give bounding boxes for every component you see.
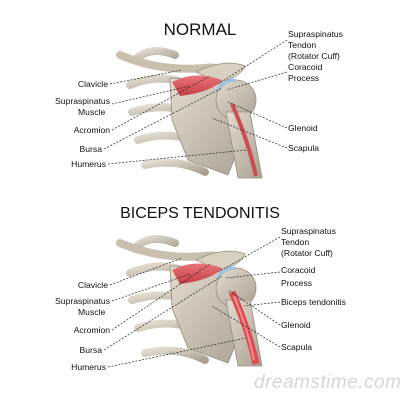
normal-label-glenoid: Glenoid: [288, 123, 318, 133]
normal-label-tendon-1: Supraspinatus: [288, 29, 343, 39]
normal-shoulder-diagram: [116, 47, 263, 179]
inflamed-tendon-highlight: [233, 295, 255, 361]
tendonitis-label-clavicle: Clavicle: [77, 280, 108, 290]
tendonitis-label-biceps-tendonitis: Biceps tendonitis: [281, 297, 346, 307]
normal-supraspinatus-muscle: [172, 75, 222, 96]
tendonitis-label-bursa: Bursa: [79, 345, 102, 355]
normal-label-coracoid-1: Coracoid: [288, 62, 323, 72]
tendonitis-label-scapula: Scapula: [281, 342, 313, 352]
normal-label-tendon-2: Tendon: [288, 40, 317, 50]
tendonitis-title: BICEPS TENDONITIS: [120, 205, 280, 222]
tendonitis-shoulder-diagram: [116, 235, 263, 367]
normal-label-acromion: Acromion: [73, 125, 110, 135]
tendonitis-supraspinatus-muscle: [172, 263, 222, 284]
normal-label-scapula: Scapula: [288, 143, 320, 153]
tendonitis-cartilage: [216, 266, 237, 279]
tendonitis-label-supraspinatus-muscle-1: Supraspinatus: [55, 296, 110, 306]
normal-label-bursa: Bursa: [79, 144, 102, 154]
tendonitis-leader-lines: [103, 236, 281, 368]
normal-label-humerus: Humerus: [71, 159, 106, 169]
tendonitis-label-acromion: Acromion: [73, 325, 110, 335]
tendonitis-label-humerus: Humerus: [71, 362, 106, 372]
tendonitis-label-glenoid: Glenoid: [281, 320, 311, 330]
normal-title: NORMAL: [163, 20, 237, 39]
normal-biceps-tendon: [230, 103, 258, 177]
tendonitis-label-tendon-2: Tendon: [281, 237, 310, 247]
tendonitis-label-coracoid-1: Coracoid: [281, 265, 316, 275]
tendonitis-label-supraspinatus-muscle-2: Muscle: [78, 307, 106, 317]
normal-label-supraspinatus-muscle-1: Supraspinatus: [55, 96, 110, 106]
normal-leader-lines: [103, 39, 288, 165]
normal-label-coracoid-2: Process: [288, 73, 320, 83]
normal-label-tendon-3: (Rotator Cuff): [288, 51, 340, 61]
tendonitis-label-coracoid-2: Process: [281, 278, 313, 288]
tendonitis-label-tendon-3: (Rotator Cuff): [281, 248, 333, 258]
normal-label-clavicle: Clavicle: [77, 79, 108, 89]
normal-label-supraspinatus-muscle-2: Muscle: [78, 107, 106, 117]
tendonitis-label-tendon-1: Supraspinatus: [281, 226, 336, 236]
normal-cartilage: [216, 78, 237, 91]
watermark: dreamstime.com: [254, 372, 400, 393]
